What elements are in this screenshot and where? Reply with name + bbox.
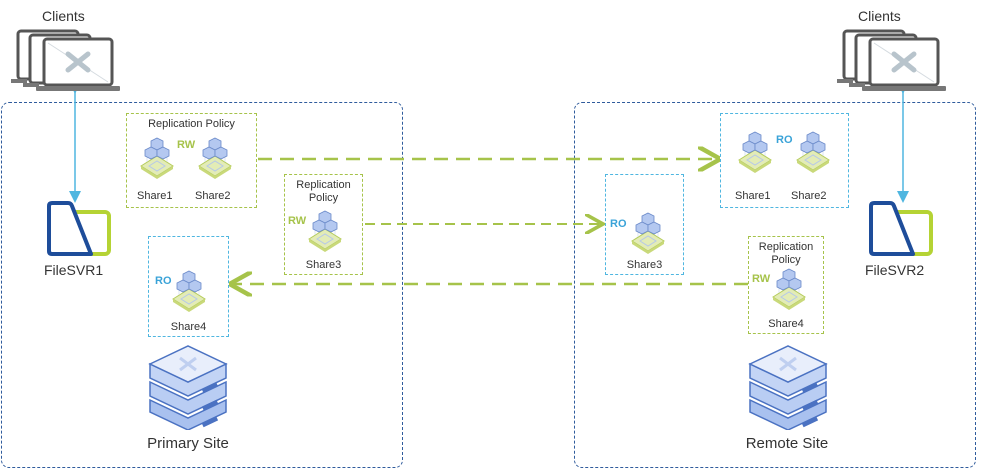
file-server-icon-right bbox=[869, 201, 933, 256]
mode-badge-rw: RW bbox=[177, 139, 196, 151]
site-label-remote: Remote Site bbox=[745, 435, 829, 452]
policy-title-line2: Policy bbox=[771, 254, 801, 266]
file-server-label-right: FileSVR2 bbox=[865, 262, 925, 278]
clients-label-left: Clients bbox=[42, 8, 85, 24]
primary-site-box bbox=[1, 102, 403, 468]
file-server-icon-left bbox=[47, 201, 111, 256]
share-icon bbox=[198, 137, 232, 180]
policy-title-line2: Policy bbox=[308, 192, 339, 204]
share-label: Share2 bbox=[791, 190, 827, 202]
mode-badge-rw: RW bbox=[752, 273, 771, 285]
remote-replica-share3: RO Share3 bbox=[605, 174, 684, 275]
file-server-label-left: FileSVR1 bbox=[44, 262, 104, 278]
share-icon bbox=[172, 270, 206, 313]
share-label: Share4 bbox=[170, 321, 207, 333]
policy-title: Replication Policy bbox=[148, 118, 235, 130]
share-label: Share1 bbox=[137, 190, 173, 202]
clients-label-right: Clients bbox=[858, 8, 901, 24]
policy-title-line1: Replication bbox=[758, 241, 814, 253]
share-label: Share2 bbox=[195, 190, 231, 202]
share-icon bbox=[796, 131, 830, 174]
site-label-primary: Primary Site bbox=[147, 435, 229, 452]
server-stack-icon-primary bbox=[148, 345, 228, 430]
share-label: Share4 bbox=[768, 318, 804, 330]
policy-title-line1: Replication bbox=[296, 179, 351, 191]
remote-replica-share1-share2: RO Share1 Share2 bbox=[720, 113, 849, 208]
share-icon bbox=[738, 131, 772, 174]
mode-badge-ro: RO bbox=[776, 134, 793, 146]
primary-policy-share3: Replication Policy RW Share3 bbox=[284, 174, 363, 275]
share-label: Share3 bbox=[305, 259, 342, 271]
share-icon bbox=[308, 210, 342, 253]
share-label: Share1 bbox=[735, 190, 771, 202]
primary-replica-share4: RO Share4 bbox=[148, 236, 229, 337]
clients-laptop-icon-right bbox=[837, 29, 946, 91]
remote-site-box bbox=[574, 102, 976, 468]
remote-policy-share4: Replication Policy RW Share4 bbox=[748, 236, 824, 334]
clients-laptop-icon-left bbox=[11, 29, 120, 91]
share-label: Share3 bbox=[626, 259, 663, 271]
share-icon bbox=[140, 137, 174, 180]
mode-badge-ro: RO bbox=[610, 218, 627, 230]
share-icon bbox=[772, 268, 806, 311]
server-stack-icon-remote bbox=[748, 345, 828, 430]
share-icon bbox=[631, 212, 665, 255]
mode-badge-rw: RW bbox=[288, 215, 307, 227]
mode-badge-ro: RO bbox=[155, 275, 172, 287]
primary-policy-share1-share2: Replication Policy RW Share1 Share2 bbox=[126, 113, 257, 208]
